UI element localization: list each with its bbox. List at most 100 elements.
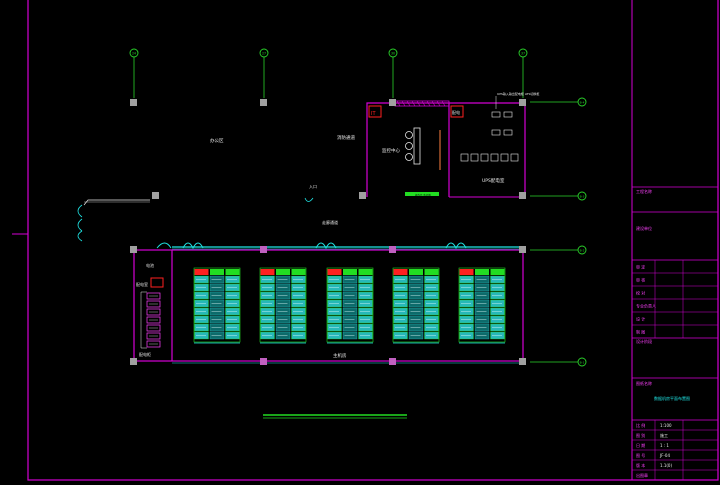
row-axis-B-4: B-4 [530,97,587,107]
rack-header [291,269,306,275]
office-area-label: 办公区 [210,137,224,144]
row-axis-label: B-4 [580,100,585,104]
rack-header [475,269,489,275]
ups-top-note: UPS输入输出配电柜 ATS切换柜 [497,91,539,96]
title-block-row-label: 制 图 [636,329,645,335]
battery-cabinet [146,340,161,348]
room-tag-pd [450,105,464,118]
column-axis-label: 24 [132,52,136,56]
title-block-row-label: 审 定 [636,264,645,270]
chair-icon [405,153,413,161]
rack-group-4 [392,267,440,344]
battery-cabinet [146,292,161,300]
column-axis-label: 27 [262,52,266,56]
battery-cabinets [146,292,161,348]
machine-room: 主机房 电池 配电室 配电柜 [130,242,526,365]
column-axes: 24 27 30 37 [129,48,528,98]
ups-room-label: UPS配电室 [482,177,505,184]
rack-header [393,269,408,275]
battery-cabinet [146,300,161,308]
rack-header [459,269,474,275]
row-axis-label: B-1 [580,360,585,364]
project-label: 工程名称 [636,188,652,194]
rack-group-5 [458,267,506,344]
room-tag-it-text: IT [371,111,376,117]
machine-room-label: 主机房 [333,352,347,359]
rack-header [327,269,342,275]
title-block: 工程名称 建设单位 设计阶段 图纸名称 数据机房平面布置图 审 定审 核校 对专… [632,186,718,480]
server-rack-area [193,267,506,344]
rack-header [225,269,240,275]
upper-rooms: IT 配电 监控中心 操作台 监控墙 UPS输入输出配电柜 ATS切换柜 UPS… [77,91,539,242]
battery-cabinet [146,324,161,332]
chair-icon [405,131,413,139]
green-bar-note: 操作台 监控墙 [415,193,431,197]
title-block-field-label: 图 别 [636,432,645,438]
title-block-field-value: 1.1(0) [660,463,672,468]
rack-header [210,269,224,275]
title-block-field-label: 日 期 [636,442,645,448]
drawing-name-label: 图纸名称 [636,380,652,386]
drawing-frame [27,0,719,481]
rack-group-2 [259,267,307,344]
entrance-label: 入口 [309,184,317,189]
row-axis-label: B-3 [580,194,585,198]
room-tag-pd-text: 配电 [452,109,460,115]
title-block-row-label: 校 对 [636,290,645,296]
exterior-doors [77,204,83,242]
stage-label: 设计阶段 [636,338,652,344]
column-axis-label: 30 [391,52,395,56]
row-axis-B-2: B-2 [530,245,587,255]
row-axis-B-3: B-3 [530,191,587,201]
left-room-sub: 电池 [146,262,154,268]
green-console-bar [405,192,439,196]
rack-header [409,269,423,275]
console-desk [413,127,421,165]
monitor-room-label: 监控中心 [382,147,400,154]
machine-room-doors [156,242,467,250]
title-block-row-label: 审 核 [636,277,645,283]
rack-header [424,269,439,275]
title-block-field-value: JF-04 [659,453,670,458]
rack-header [194,269,209,275]
title-block-field-value: 施工 [660,432,668,438]
row-axes: B-4B-3B-2B-1 [530,97,587,367]
title-block-field-value: 1 : 1 [660,443,669,448]
battery-cabinet [146,308,161,316]
ups-cabinets [460,111,519,162]
title-block-row-label: 设 计 [636,316,645,322]
row-axis-label: B-2 [580,248,585,252]
title-block-field-value: 1:100 [660,423,672,428]
left-room-label: 配电室 [136,281,148,287]
corridor-label: 走廊通道 [322,219,338,225]
column-axis-27: 27 [259,48,269,98]
column-axis-label: 37 [521,52,525,56]
rack-header [276,269,290,275]
battery-bracket [140,291,147,349]
entrance-door [304,197,314,202]
drawing-name-value: 数据机房平面布置图 [654,395,690,401]
chair-icon [405,142,413,150]
rack-header [490,269,505,275]
left-room-bottom: 配电柜 [139,351,151,357]
title-block-row-label: 专业负责人 [636,303,656,309]
fire-corridor-label: 消防通道 [337,134,355,141]
client-label: 建设单位 [636,225,652,231]
column-axis-30: 30 [388,48,398,98]
rack-group-3 [326,267,374,344]
room-tag-it [368,105,382,118]
rack-header [343,269,357,275]
title-block-field-label: 出图章 [636,472,648,478]
rack-header [260,269,275,275]
battery-cabinet [146,316,161,324]
battery-cabinet [146,332,161,340]
rack-header [358,269,373,275]
left-room-tag [150,277,164,288]
row-axis-B-1: B-1 [530,357,587,367]
title-block-field-label: 版 本 [636,462,645,468]
title-block-field-label: 图 号 [636,452,645,458]
rack-group-1 [193,267,241,344]
column-axis-24: 24 [129,48,139,98]
title-block-field-label: 比 例 [636,422,645,428]
